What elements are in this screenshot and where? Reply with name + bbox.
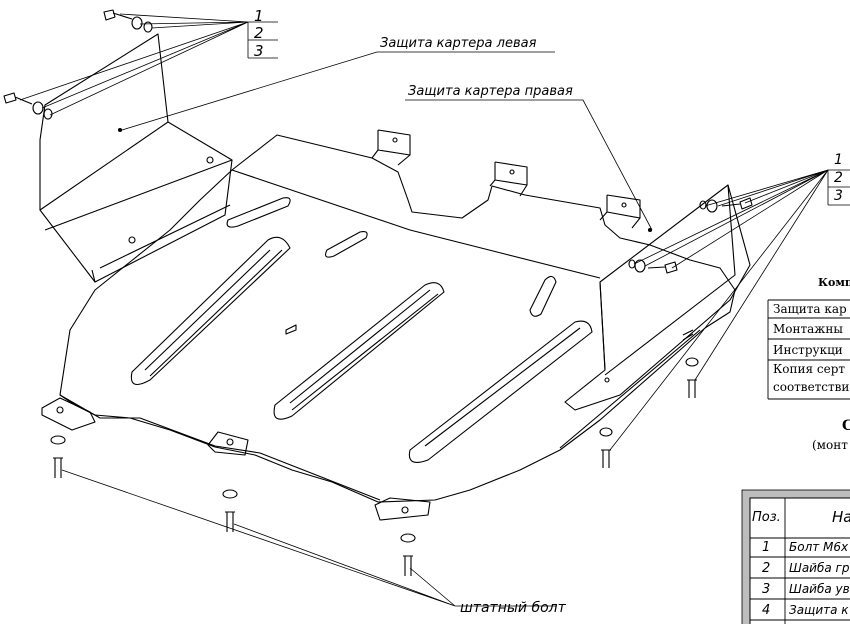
hardware [3,9,753,576]
spec-row-1-name: Болт М6х [789,540,849,554]
main-skid-plate [59,134,736,503]
spec-table-grid [741,489,850,624]
kit-title: Комп [818,276,850,289]
mounting-tabs [371,129,641,229]
subsection-letter: С [842,418,850,434]
left-callout-1: 1 [254,7,264,25]
spec-row-2-name: Шайба гро [789,561,850,575]
kit-item-2: Монтажны [773,322,843,336]
right-crankcase-guard [564,184,751,411]
kit-table-grid [767,299,850,400]
kit-item-3: Инструкци [773,343,843,357]
left-callout-2: 2 [254,24,264,42]
kit-item-1: Защита кар [773,302,847,316]
spec-row-3-name: Шайба уве [789,582,850,596]
right-callout-1: 1 [834,152,843,168]
subsection-note: (монт [812,438,848,452]
spec-row-3-pos: 3 [762,582,771,597]
kit-item-4: Копия серт [773,362,846,376]
spec-header-name: На [832,508,850,526]
stock-bolt-label: штатный болт [460,600,566,616]
right-callout-2: 2 [834,170,843,186]
spec-row-4-name: Защита к [789,603,849,617]
kit-item-4-cont: соответстви [773,380,850,394]
plate-slots [130,197,694,463]
left-guard-label: Защита картера левая [380,36,537,51]
spec-row-4-pos: 4 [762,603,771,618]
left-callout-3: 3 [254,42,264,60]
spec-row-1-pos: 1 [762,540,771,555]
spec-header-pos: Поз. [752,510,781,525]
right-callout-3: 3 [834,188,843,204]
bottom-tabs [41,397,431,521]
spec-row-2-pos: 2 [762,561,771,576]
left-crankcase-guard [39,33,233,283]
right-guard-label: Защита картера правая [408,84,573,99]
leader-lines [19,13,850,607]
